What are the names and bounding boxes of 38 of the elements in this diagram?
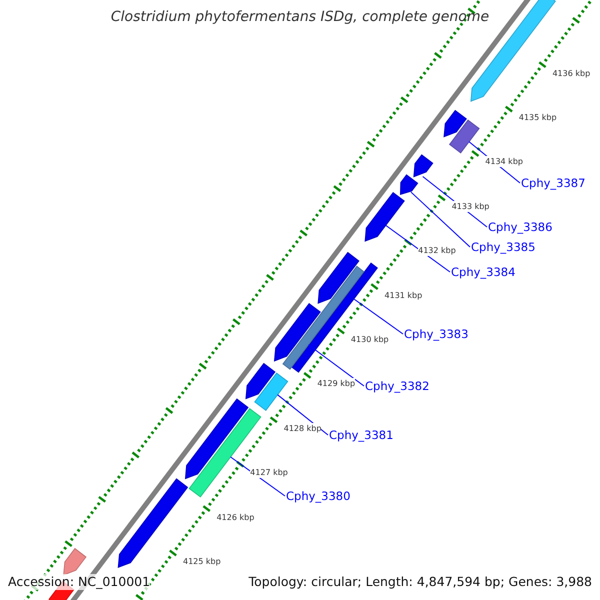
scale-label: 4130 kbp bbox=[350, 334, 389, 346]
gene-feature bbox=[413, 154, 434, 178]
gene-label: Cphy_3385 bbox=[471, 240, 536, 254]
gene-feature bbox=[448, 119, 480, 154]
scale-label: 4136 kbp bbox=[552, 68, 590, 79]
leader-line bbox=[353, 298, 404, 334]
scale-label: 4134 kbp bbox=[485, 156, 523, 168]
gene-feature bbox=[63, 548, 87, 576]
accession-text: Accession: NC_010001 bbox=[8, 574, 150, 590]
scale-label: 4126 kbp bbox=[216, 512, 254, 523]
leader-line bbox=[410, 192, 470, 248]
gene-label: Cphy_3380 bbox=[286, 489, 350, 503]
gene-label: Cphy_3382 bbox=[365, 379, 430, 393]
chart-title: Clostridium phytofermentans ISDg, complete genome bbox=[110, 9, 490, 25]
leader-line bbox=[308, 344, 364, 386]
gene-label: Cphy_3387 bbox=[521, 176, 586, 190]
gene-feature bbox=[274, 302, 321, 362]
scale-label: 4128 kbp bbox=[284, 422, 322, 434]
leader-line bbox=[277, 394, 328, 436]
gene-feature bbox=[254, 372, 288, 411]
gene-feature bbox=[364, 192, 405, 242]
gene-feature bbox=[318, 252, 360, 304]
scale-label: 4125 kbp bbox=[183, 556, 221, 567]
scale-label: 4127 kbp bbox=[250, 467, 288, 478]
scale-label: 4135 kbp bbox=[518, 112, 557, 124]
gene-label: Cphy_3384 bbox=[451, 265, 516, 279]
scale-label: 4129 kbp bbox=[317, 378, 356, 390]
gene-label: Cphy_3383 bbox=[404, 327, 468, 341]
gene-feature bbox=[245, 362, 276, 400]
scale-label: 4133 kbp bbox=[452, 200, 490, 212]
scale-label: 4132 kbp bbox=[418, 245, 456, 256]
genome-info-text: Topology: circular; Length: 4,847,594 bp; Genes: 3,988 bbox=[248, 574, 592, 590]
gene-label: Cphy_3386 bbox=[488, 220, 552, 234]
gene-feature bbox=[444, 110, 467, 138]
gene-feature bbox=[400, 174, 418, 196]
gene-feature bbox=[184, 398, 249, 480]
gene-label: Cphy_3381 bbox=[329, 428, 394, 442]
scale-label: 4131 kbp bbox=[384, 290, 422, 301]
